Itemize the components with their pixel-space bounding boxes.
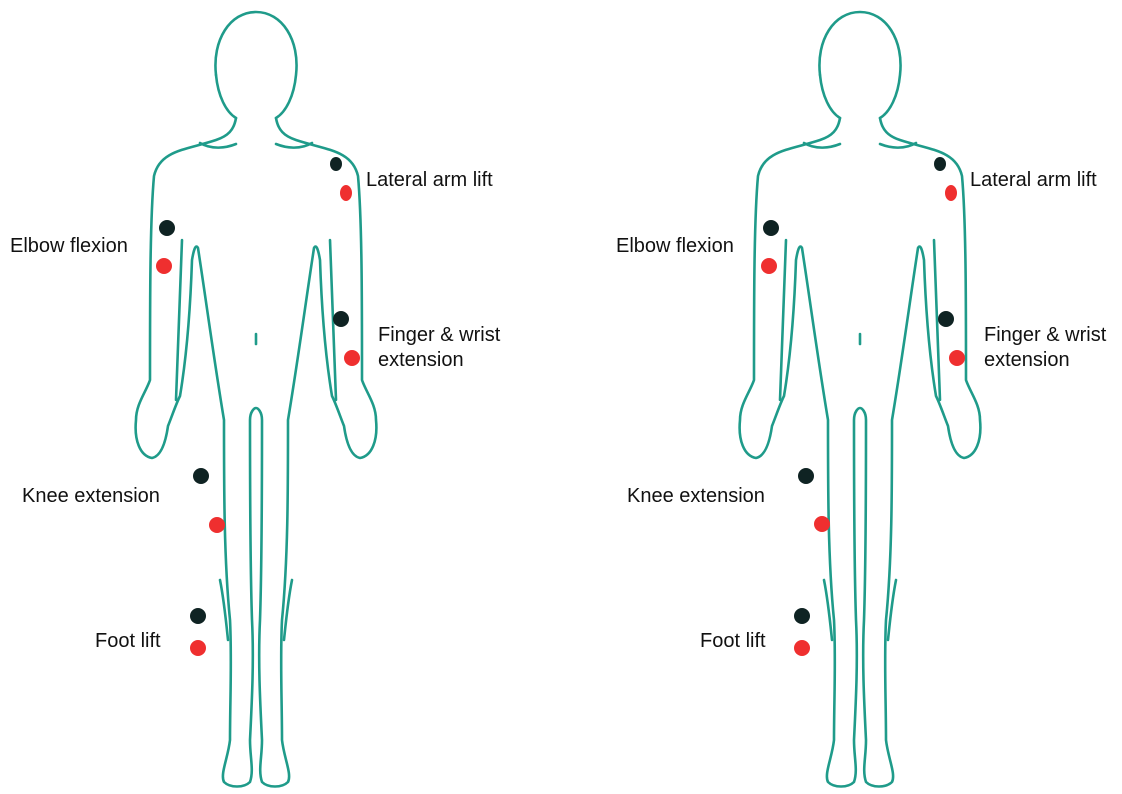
body-outline-right: [740, 12, 981, 787]
body-outline-left: [136, 12, 377, 787]
dot-lateral-arm-lift-red: [340, 185, 352, 201]
label-knee-extension: Knee extension: [627, 485, 765, 507]
label-lateral-arm-lift: Lateral arm lift: [970, 169, 1097, 191]
dot-foot-lift-dark: [794, 608, 810, 624]
dot-elbow-flexion-dark: [159, 220, 175, 236]
figure-right: Lateral arm lift Elbow flexion Finger & …: [616, 12, 1107, 787]
dot-elbow-flexion-red: [761, 258, 777, 274]
label-finger-wrist-line2: extension: [378, 349, 464, 371]
label-foot-lift: Foot lift: [95, 630, 161, 652]
label-foot-lift: Foot lift: [700, 630, 766, 652]
dot-knee-extension-red: [209, 517, 225, 533]
dot-elbow-flexion-red: [156, 258, 172, 274]
label-knee-extension: Knee extension: [22, 485, 160, 507]
label-finger-wrist-line2: extension: [984, 349, 1070, 371]
dot-lateral-arm-lift-red: [945, 185, 957, 201]
label-elbow-flexion: Elbow flexion: [616, 235, 734, 257]
label-lateral-arm-lift: Lateral arm lift: [366, 169, 493, 191]
dot-foot-lift-red: [190, 640, 206, 656]
dot-elbow-flexion-dark: [763, 220, 779, 236]
label-finger-wrist-line1: Finger & wrist: [378, 324, 501, 346]
dot-finger-wrist-dark: [333, 311, 349, 327]
dot-finger-wrist-red: [949, 350, 965, 366]
dot-foot-lift-red: [794, 640, 810, 656]
dot-lateral-arm-lift-dark: [934, 157, 946, 171]
label-elbow-flexion: Elbow flexion: [10, 235, 128, 257]
dot-lateral-arm-lift-dark: [330, 157, 342, 171]
dot-knee-extension-red: [814, 516, 830, 532]
dot-foot-lift-dark: [190, 608, 206, 624]
label-finger-wrist-line1: Finger & wrist: [984, 324, 1107, 346]
dot-finger-wrist-dark: [938, 311, 954, 327]
figure-left: Lateral arm lift Elbow flexion Finger & …: [10, 12, 501, 787]
dot-finger-wrist-red: [344, 350, 360, 366]
dot-knee-extension-dark: [193, 468, 209, 484]
dot-knee-extension-dark: [798, 468, 814, 484]
